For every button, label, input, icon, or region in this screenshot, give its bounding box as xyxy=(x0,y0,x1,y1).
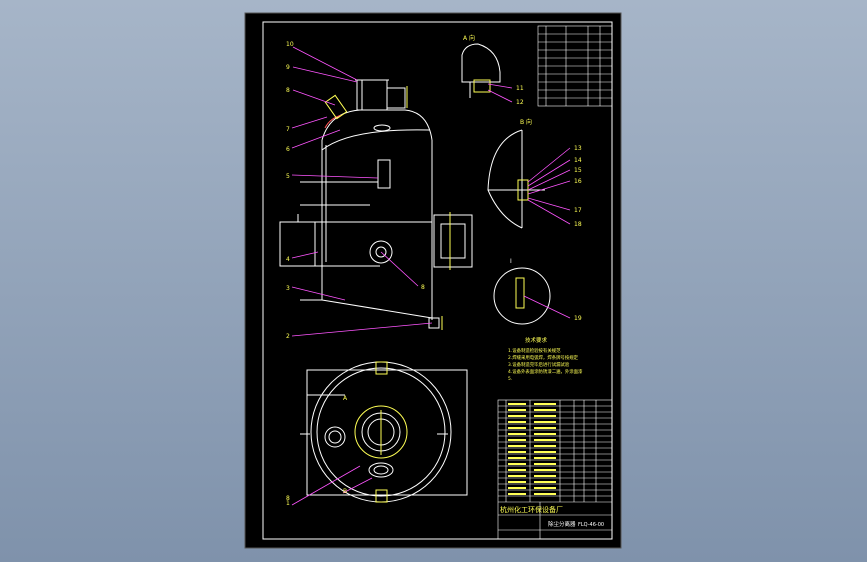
balloon-3: 3 xyxy=(286,285,290,292)
plan-label-b: B xyxy=(343,488,347,495)
section-i-circle xyxy=(493,267,551,325)
balloon-body-8: 8 xyxy=(421,284,425,291)
drawing-sheet xyxy=(244,12,622,549)
parts-list-fill xyxy=(508,403,556,495)
tech-line-1: 1.设备制造检验按有关规范 xyxy=(508,347,561,354)
balloon-10: 10 xyxy=(286,41,294,48)
balloon-18: 18 xyxy=(574,221,582,228)
view-a-label: A 向 xyxy=(463,34,475,42)
vessel-elevation xyxy=(279,79,473,330)
tech-requirements: 技术要求 1.设备制造检验按有关规范 2.焊缝采用电弧焊，焊条牌号按规定 3.设… xyxy=(508,336,583,382)
top-parts-table xyxy=(537,25,613,107)
balloon-5: 5 xyxy=(286,173,290,180)
plan-view xyxy=(300,361,468,503)
balloon-13: 13 xyxy=(574,145,582,152)
tech-line-3: 3.设备制造完毕后进行试漏试验 xyxy=(508,361,570,368)
section-i-label: Ⅰ xyxy=(510,258,512,265)
balloon-9: 9 xyxy=(286,64,290,71)
balloon-17: 17 xyxy=(574,207,582,214)
balloon-1: 1 xyxy=(286,500,290,507)
tech-line-2: 2.焊缝采用电弧焊，焊条牌号按规定 xyxy=(508,354,579,361)
balloon-7: 7 xyxy=(286,126,290,133)
balloon-plan-8: 8 xyxy=(286,495,290,502)
balloon-4: 4 xyxy=(286,256,290,263)
view-a-detail xyxy=(461,43,501,98)
leader-lines xyxy=(291,46,433,337)
drawing-frame xyxy=(262,21,613,540)
view-b-label: B 向 xyxy=(520,118,532,126)
balloon-16: 16 xyxy=(574,178,582,185)
balloon-15: 15 xyxy=(574,167,582,174)
balloon-19: 19 xyxy=(574,315,582,322)
plan-label-a: A xyxy=(343,395,348,402)
title-product: 除尘分离器 xyxy=(548,520,576,528)
left-balloon-labels: 10 9 8 7 6 5 4 3 2 1 8 xyxy=(286,41,425,507)
view-b-detail xyxy=(487,129,545,229)
balloon-6: 6 xyxy=(286,146,290,153)
tech-line-5: 5. xyxy=(508,376,512,382)
balloon-14: 14 xyxy=(574,157,582,164)
title-drawing-no: FLQ-46-00 xyxy=(578,522,604,528)
tech-line-4: 4.设备外表面涂防锈漆二遍，外涂面漆 xyxy=(508,368,583,375)
parts-list-table xyxy=(497,399,613,540)
title-company: 杭州化工环保设备厂 xyxy=(500,505,563,514)
balloon-11: 11 xyxy=(516,85,524,92)
balloon-12: 12 xyxy=(516,99,524,106)
balloon-8: 8 xyxy=(286,87,290,94)
dome-weld-detail xyxy=(324,94,348,129)
balloon-2: 2 xyxy=(286,333,290,340)
tech-requirements-title: 技术要求 xyxy=(525,336,548,344)
